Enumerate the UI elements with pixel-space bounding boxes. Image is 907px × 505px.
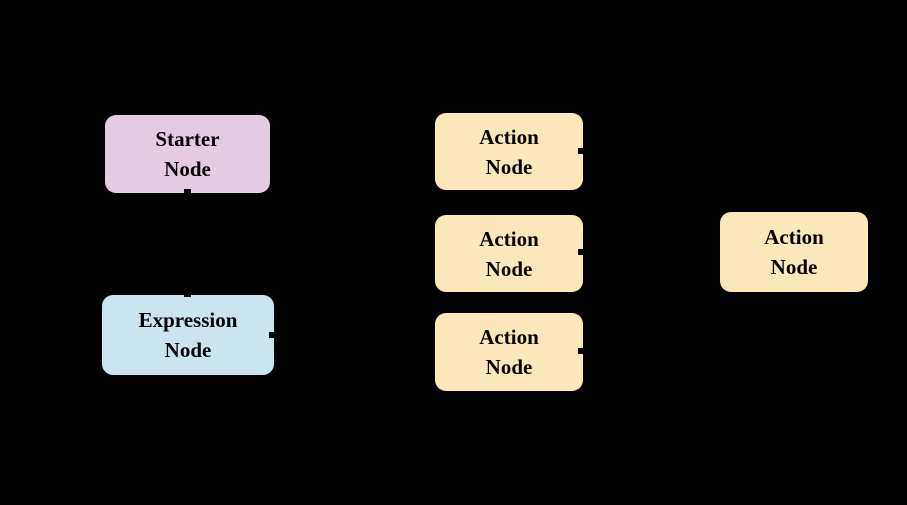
node-action-bottom-label: Action Node (479, 325, 539, 379)
node-action-bottom: Action Node (435, 313, 583, 391)
edge-arrowhead-nub (578, 148, 583, 154)
edge-arrowhead-nub (578, 249, 583, 255)
node-expression: Expression Node (102, 295, 274, 375)
edge-arrowhead-nub (184, 189, 191, 193)
node-expression-label: Expression Node (138, 308, 238, 362)
node-action-right: Action Node (720, 212, 868, 292)
edge-arrowhead-nub (578, 348, 583, 354)
edge-arrowhead-nub (184, 294, 191, 297)
node-action-middle: Action Node (435, 215, 583, 292)
node-starter: Starter Node (105, 115, 270, 193)
node-starter-label: Starter Node (155, 127, 220, 181)
node-action-top-label: Action Node (479, 124, 539, 179)
edge-arrowhead-nub (269, 332, 274, 338)
node-action-right-label: Action Node (764, 225, 824, 279)
node-action-middle-label: Action Node (479, 226, 539, 281)
node-action-top: Action Node (435, 113, 583, 190)
